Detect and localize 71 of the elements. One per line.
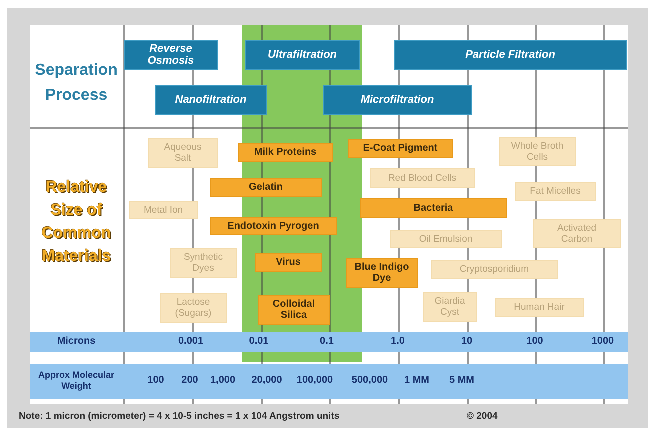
material-name: Blue Indigo Dye (354, 262, 410, 284)
scale-value: 100,000 (296, 375, 334, 387)
scale-value: 1 MM (404, 375, 430, 387)
material-box (348, 139, 453, 158)
material-box (346, 258, 418, 288)
material-name: Metal Ion (144, 204, 184, 216)
material-name: Red Blood Cells (388, 172, 457, 184)
section-heading: Relative Size of Common Materials (40, 178, 112, 267)
material-name: E-Coat Pigment (363, 143, 438, 154)
material-box (170, 248, 237, 278)
copyright-notice: © 2004 (467, 411, 498, 423)
material-box (360, 198, 507, 218)
scale-value: 20,000 (252, 375, 282, 387)
material-name: Lactose (Sugars) (174, 297, 213, 319)
material-box (423, 292, 477, 322)
process-name: Microfiltration (360, 94, 434, 106)
scale-value: 1.0 (391, 336, 405, 348)
material-box (533, 219, 621, 248)
scale-value: 0.01 (249, 336, 269, 348)
material-name: Giardia Cyst (434, 296, 466, 318)
footnote: Note: 1 micron (micrometer) = 4 x 10-5 inches = 1 x 104 Angstrom units (19, 411, 340, 423)
material-name: Bacteria (414, 202, 454, 214)
material-name: Synthetic Dyes (182, 252, 224, 274)
process-name: Nanofiltration (175, 94, 247, 106)
material-box (495, 298, 584, 317)
material-box (499, 137, 576, 166)
process-box (155, 85, 267, 115)
material-name: Whole Broth Cells (510, 140, 565, 162)
material-box (390, 230, 502, 248)
row-heading: Approx Molecular Weight (37, 370, 116, 392)
scale-value: 1,000 (210, 375, 236, 387)
process-box (323, 85, 472, 115)
section-heading: Separation Process (34, 61, 119, 106)
material-name: Cryptosporidium (460, 264, 530, 275)
process-name: Ultrafiltration (268, 49, 338, 61)
scale-value: 5 MM (450, 375, 474, 387)
material-box (431, 260, 558, 279)
material-box (258, 295, 330, 325)
process-name: Particle Filtration (466, 49, 556, 61)
process-box (124, 40, 218, 70)
material-box (210, 178, 322, 197)
material-box (210, 217, 337, 235)
material-name: Gelatin (249, 182, 283, 193)
material-name: Human Hair (514, 302, 565, 313)
material-box (370, 168, 475, 188)
material-name: Milk Proteins (254, 147, 317, 158)
scale-value: 0.1 (320, 336, 334, 348)
material-box (148, 138, 218, 168)
scale-value: 1000 (592, 336, 614, 348)
material-box (515, 182, 596, 201)
material-name: Activated Carbon (556, 222, 598, 244)
scale-value: 100 (148, 375, 164, 387)
scale-value: 500,000 (352, 375, 388, 387)
scale-value: 100 (526, 336, 544, 348)
material-name: Oil Emulsion (419, 234, 473, 244)
material-box (129, 201, 198, 219)
scale-value: 10 (461, 336, 473, 348)
scale-value: 0.001 (178, 336, 204, 348)
process-box (394, 40, 627, 70)
material-name: Fat Micelles (530, 186, 581, 197)
material-name: Endotoxin Pyrogen (228, 220, 320, 232)
process-box (245, 40, 360, 70)
material-box (255, 253, 322, 272)
scale-value: 200 (182, 375, 198, 387)
row-heading: Microns (56, 336, 97, 347)
material-box (238, 143, 333, 162)
material-box (160, 293, 227, 323)
process-name: Reverse Osmosis (146, 43, 196, 67)
material-name: Colloidal Silica (272, 299, 316, 321)
material-name: Aqueous Salt (163, 142, 203, 164)
material-name: Virus (276, 257, 301, 268)
